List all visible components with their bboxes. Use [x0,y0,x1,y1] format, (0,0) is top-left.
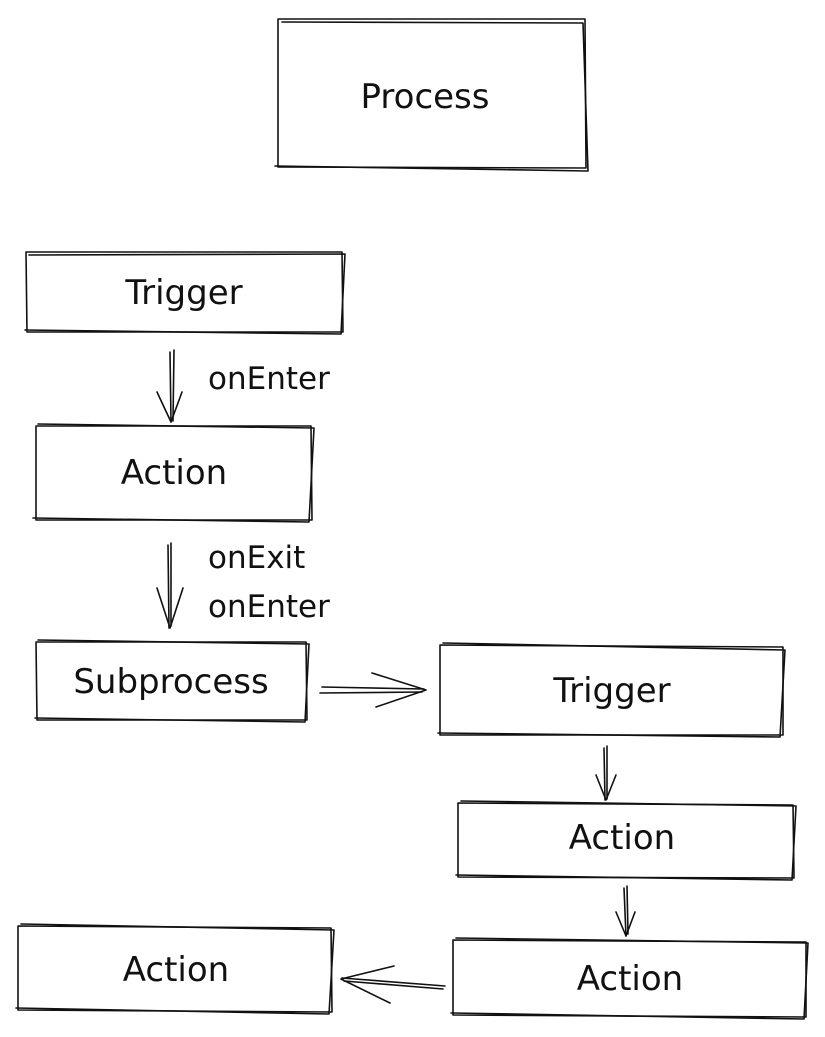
arrow-action-sub-1-to-2 [615,885,636,937]
arrow-subprocess-to-trigger [319,672,427,708]
edge-label-onenter-2: onEnter [208,589,330,625]
edge-label-onenter-1: onEnter [208,361,330,397]
trigger-node-sub[interactable]: Trigger [437,642,786,738]
process-node[interactable]: Process [274,18,589,172]
trigger-sub-label: Trigger [552,671,670,711]
subprocess-node[interactable]: Subprocess [34,639,310,723]
arrow-trigger-to-action-sub [595,745,617,801]
subprocess-label: Subprocess [73,662,268,702]
trigger-main-label: Trigger [124,273,242,313]
arrow-action-to-subprocess [156,542,184,629]
arrow-trigger-to-action [156,349,183,423]
process-label: Process [361,77,490,117]
edge-label-onexit: onExit [208,540,305,576]
action-return-label: Action [123,950,229,990]
action-node-main[interactable]: Action [32,423,315,523]
action-node-sub-2[interactable]: Action [450,937,809,1020]
action-node-sub-1[interactable]: Action [455,800,797,881]
action-sub-1-label: Action [569,818,675,858]
arrow-action-sub-2-to-return [340,965,446,1004]
trigger-node-main[interactable]: Trigger [24,251,346,335]
action-main-label: Action [121,453,227,493]
action-node-return[interactable]: Action [15,923,335,1015]
action-sub-2-label: Action [577,959,683,999]
